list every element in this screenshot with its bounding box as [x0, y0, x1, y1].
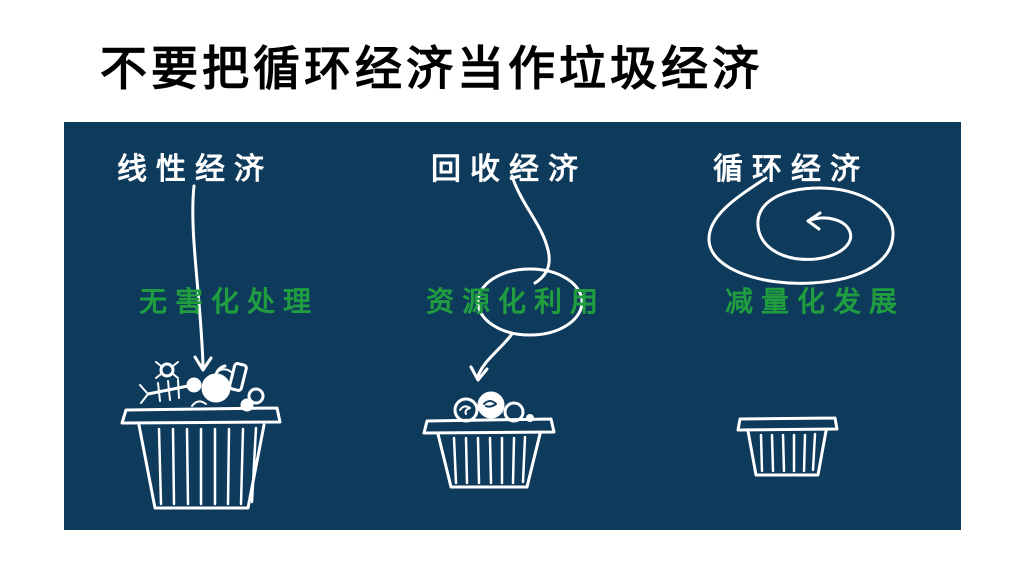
- garbage-pile-icon: [139, 361, 265, 412]
- crumpled-paper-balls-icon: [453, 391, 534, 423]
- empty-trash-basket-icon: [736, 416, 839, 477]
- column-header-circular: 循环经济: [713, 153, 869, 186]
- diagram-artwork: [120, 174, 895, 510]
- column-label-circular: 减量化发展: [724, 287, 906, 318]
- inward-spiral-arrow-icon: [707, 176, 895, 285]
- slide-title: 不要把循环经济当作垃圾经济: [100, 42, 763, 95]
- straight-down-arrow-icon: [191, 184, 213, 372]
- column-label-recycling: 资源化利用: [425, 287, 607, 318]
- column-header-recycling: 回收经济: [431, 153, 587, 186]
- half-full-trash-basket-icon: [422, 391, 556, 489]
- single-loop-arrow-icon: [469, 174, 584, 382]
- full-trash-basket-icon: [120, 361, 282, 510]
- column-label-linear: 无害化处理: [138, 287, 320, 318]
- column-header-linear: 线性经济: [117, 153, 273, 186]
- economy-comparison-diagram: 线性经济 回收经济 循环经济 无害化处理 资源化利用 减量化发展: [64, 122, 961, 530]
